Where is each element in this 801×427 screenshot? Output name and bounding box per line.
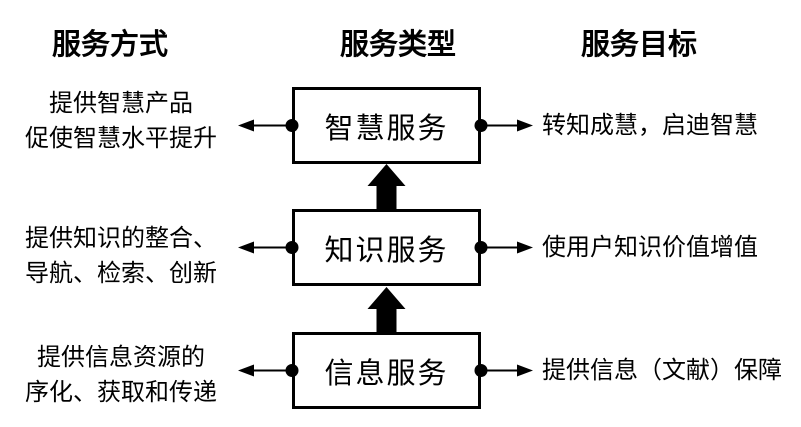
knowledge-left-connector [238, 241, 299, 254]
box-label: 信息服务 [324, 357, 449, 390]
right-arrowhead-icon [517, 119, 533, 132]
up-arrow-knowledge-to-wisdom [367, 164, 406, 209]
column-header-service-type: 服务类型 [339, 29, 457, 61]
note-line: 促使智慧水平提升 [25, 126, 217, 152]
column-header-service-mode: 服务方式 [51, 29, 169, 61]
note-knowledge-mode: 提供知识的整合、 导航、检索、创新 [6, 222, 236, 292]
note-line: 序化、获取和传递 [25, 380, 217, 406]
knowledge-right-connector [474, 241, 533, 254]
note-wisdom-mode: 提供智慧产品 促使智慧水平提升 [6, 87, 236, 157]
wisdom-right-connector [474, 119, 533, 132]
right-arrowhead-icon [517, 241, 533, 254]
column-header-service-goal: 服务目标 [580, 29, 698, 61]
note-line: 提供信息资源的 [37, 345, 205, 371]
box-information-service: 信息服务 [292, 332, 481, 409]
left-arrowhead-icon [238, 241, 254, 254]
note-wisdom-goal: 转知成慧，启迪智慧 [542, 113, 758, 139]
right-arrowhead-icon [517, 364, 533, 377]
wisdom-left-connector [238, 119, 299, 132]
box-label: 智慧服务 [324, 112, 449, 145]
box-knowledge-service: 知识服务 [292, 209, 481, 286]
information-left-connector [238, 364, 299, 377]
note-line: 提供智慧产品 [49, 91, 193, 117]
note-information-goal: 提供信息（文献）保障 [542, 358, 782, 384]
information-right-connector [474, 364, 533, 377]
left-arrowhead-icon [238, 119, 254, 132]
left-arrowhead-icon [238, 364, 254, 377]
note-line: 提供知识的整合、 [25, 226, 217, 252]
note-information-mode: 提供信息资源的 序化、获取和传递 [6, 341, 236, 411]
note-knowledge-goal: 使用户知识价值增值 [542, 235, 758, 261]
note-line: 导航、检索、创新 [25, 261, 217, 287]
box-wisdom-service: 智慧服务 [292, 87, 481, 164]
up-arrow-information-to-knowledge [367, 287, 406, 332]
box-label: 知识服务 [324, 234, 449, 267]
